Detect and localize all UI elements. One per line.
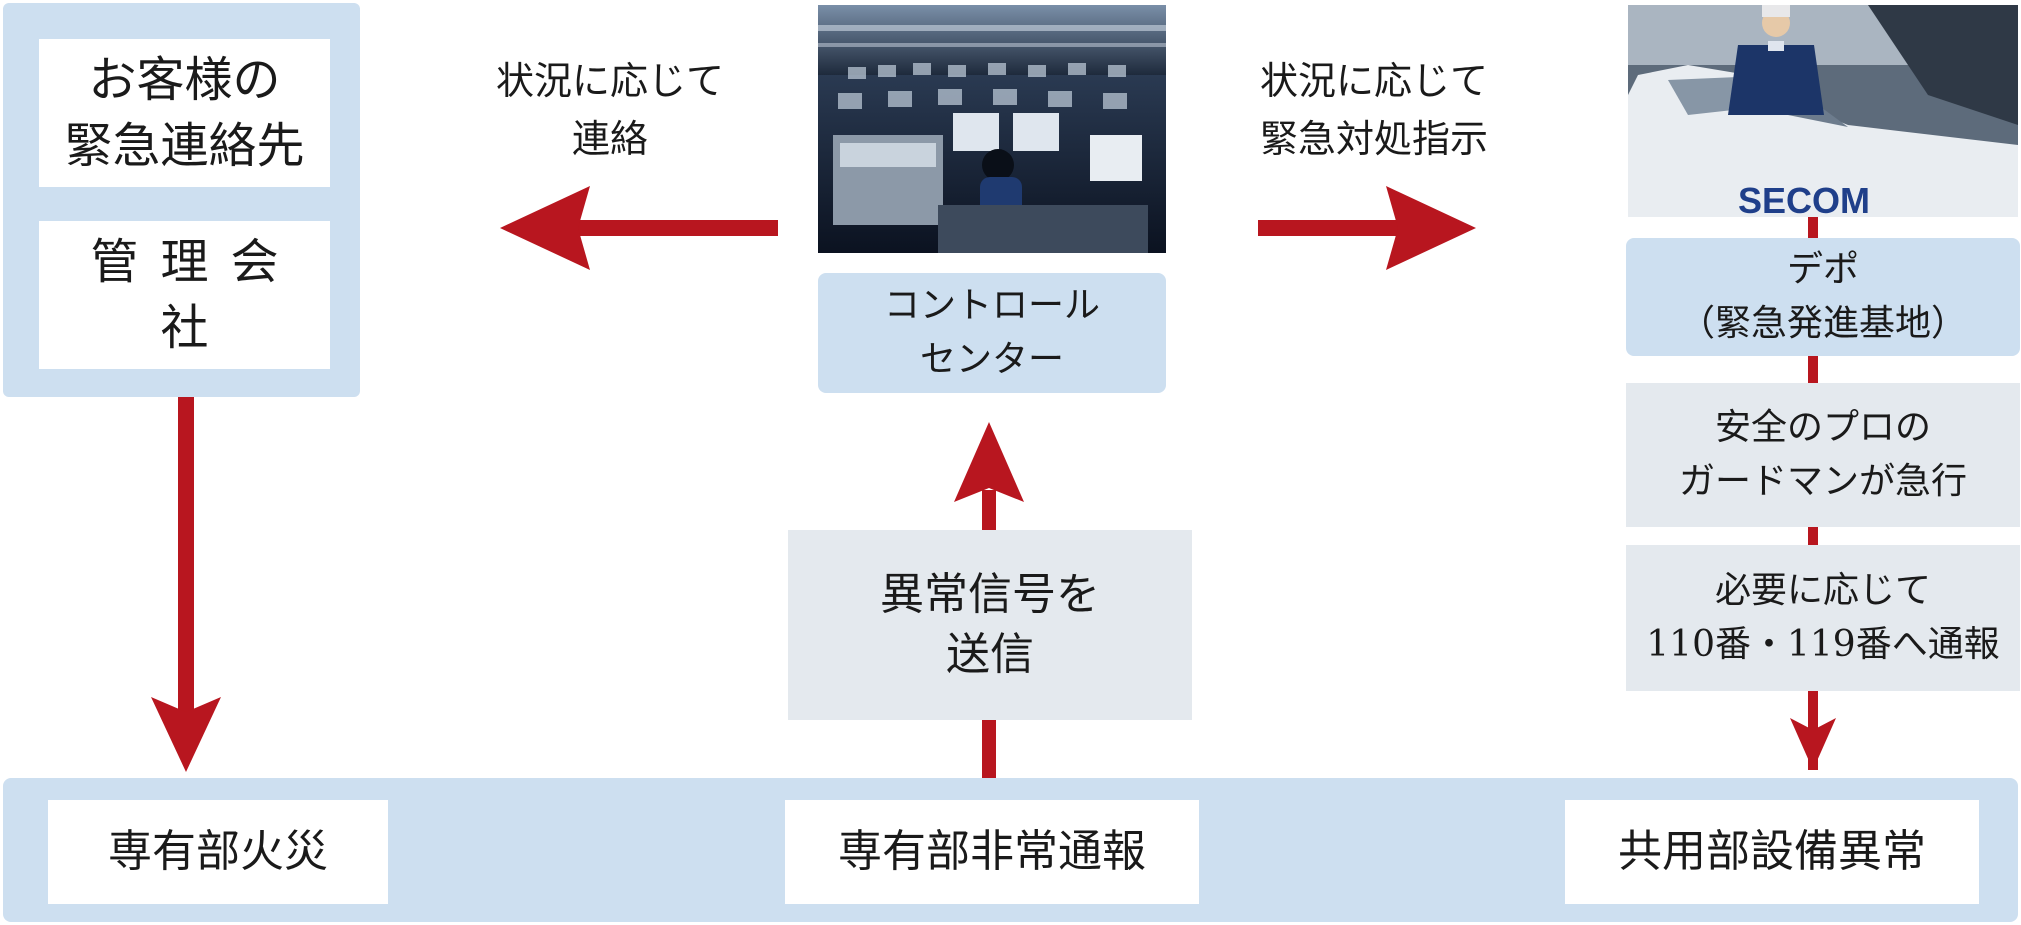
event-equipment-error: 共用部設備異常 [1565,800,1979,904]
depot-label: デポ （緊急発進基地） [1626,238,2020,356]
guard-and-car-photo: SECOM [1628,5,2018,217]
contacts-panel: お客様の 緊急連絡先 管理会社 [3,3,360,397]
control-room-photo [818,5,1166,253]
instruct-label: 状況に応じて 緊急対処指示 [1259,59,1488,161]
arrow-to-control-center [954,422,1024,782]
events-bar: 専有部火災 専有部非常通報 共用部設備異常 [3,778,2018,922]
event-emergency-report: 専有部非常通報 [785,800,1199,904]
control-center-label: コントロール センター [818,273,1166,393]
notify-label: 状況に応じて 連絡 [495,59,724,161]
send-signal-box: 異常信号を 送信 [788,530,1192,720]
report-box: 必要に応じて 110番・119番へ通報 [1626,545,2020,691]
arrow-to-depot [1258,186,1476,270]
management-company: 管理会社 [39,221,330,369]
arrow-to-contacts [500,186,778,270]
customer-emergency-contact: お客様の 緊急連絡先 [39,39,330,187]
event-fire: 専有部火災 [48,800,388,904]
arrow-to-fire [151,397,221,772]
car-logo-text: SECOM [1738,180,1870,217]
guard-rush-box: 安全のプロの ガードマンが急行 [1626,383,2020,527]
